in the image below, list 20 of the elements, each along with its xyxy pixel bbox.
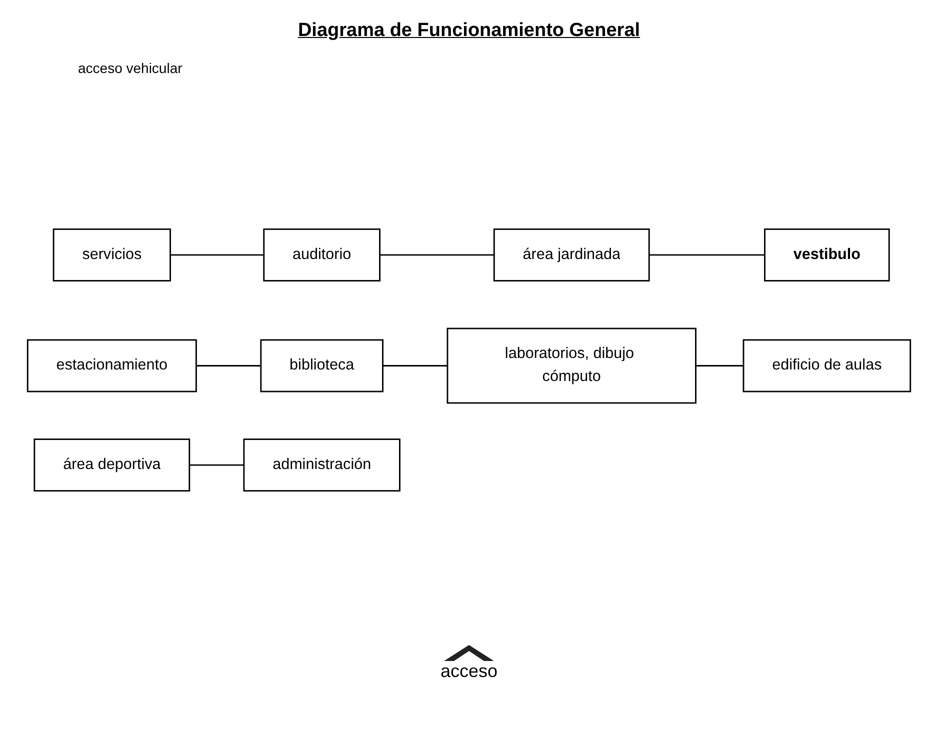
node-box: auditorio xyxy=(263,228,380,282)
node-box: área deportiva xyxy=(34,438,190,492)
node-box: biblioteca xyxy=(260,339,384,392)
area-note: acceso vehicular xyxy=(78,60,182,76)
connector xyxy=(189,464,244,466)
connector xyxy=(649,254,765,256)
node-box: vestibulo xyxy=(764,228,890,282)
connector xyxy=(196,365,261,366)
node-box: laboratorios, dibujo cómputo xyxy=(446,328,696,404)
diagram-title: Diagrama de Funcionamiento General xyxy=(298,20,640,41)
entrance-label: acceso xyxy=(440,661,498,682)
node-box: estacionamiento xyxy=(26,339,197,392)
node-box: área jardinada xyxy=(493,228,650,282)
node-box: servicios xyxy=(52,228,171,282)
connector xyxy=(170,254,264,256)
connector xyxy=(380,254,494,256)
connector xyxy=(382,365,448,366)
connector xyxy=(696,365,744,366)
node-box: edificio de aulas xyxy=(742,339,912,392)
node-box: administración xyxy=(243,438,400,492)
